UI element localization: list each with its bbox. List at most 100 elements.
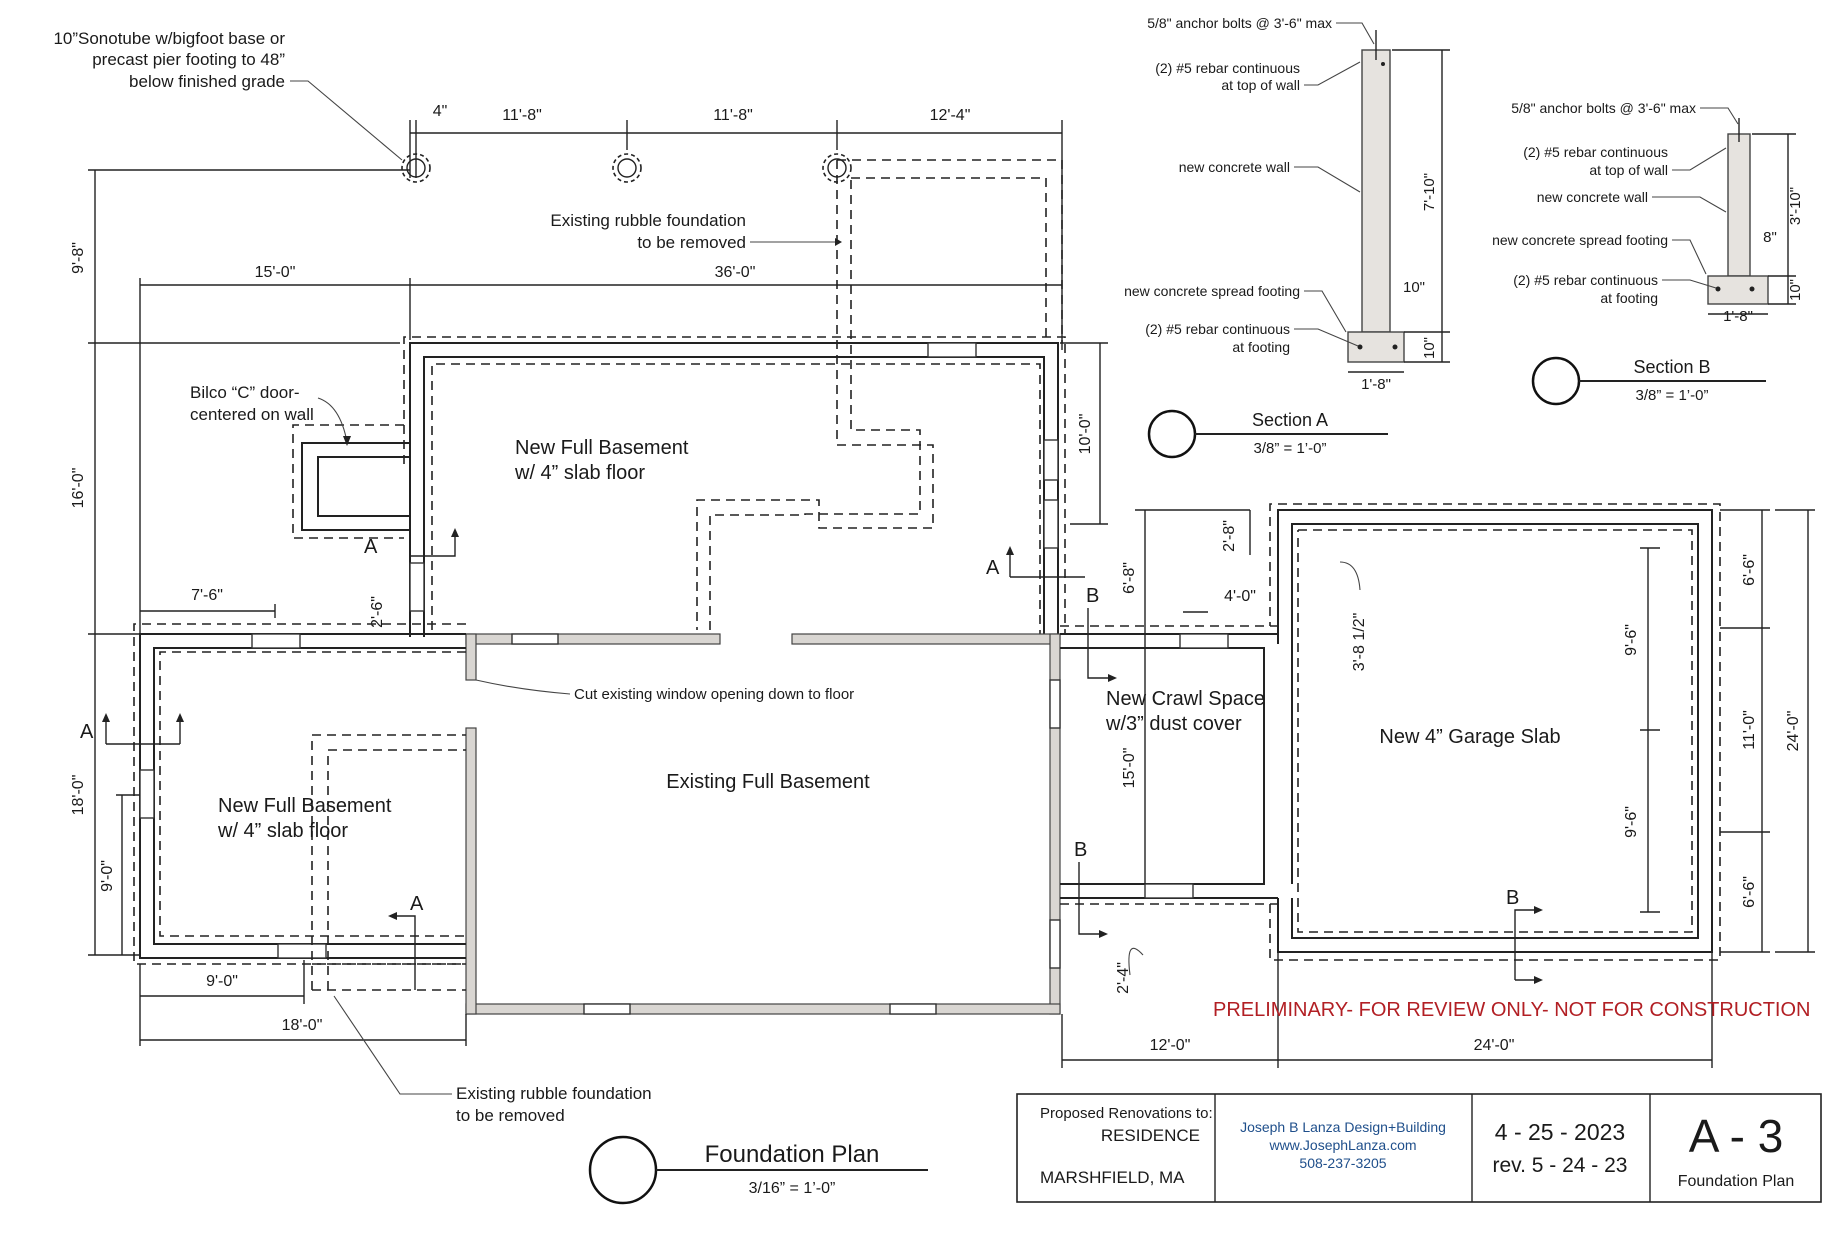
dim-7-6-group: 7'-6" 2'-6" [140, 587, 386, 628]
dim-18-0-v: 18'-0" [70, 775, 87, 816]
window-right-top [1043, 499, 1059, 549]
plan-scale-text: 3/16” = 1’-0” [749, 1180, 836, 1197]
title-block: Proposed Renovations to: RESIDENCE MARSH… [1016, 1093, 1822, 1203]
room-crawl-space-2: w/3” dust cover [1105, 713, 1242, 735]
garage-dims: 3'-8 1/2" 9'-6" 9'-6" 6'-6" 11'-0" 6'-6"… [1339, 509, 1815, 953]
tb-proposed: Proposed Renovations to: [1040, 1105, 1213, 1122]
svg-text:5/8" anchor bolts @ 3'-6" max: 5/8" anchor bolts @ 3'-6" max [1511, 100, 1696, 116]
svg-text:B: B [1086, 585, 1099, 607]
dim-3-8-half: 3'-8 1/2" [1351, 613, 1368, 672]
svg-text:8": 8" [1763, 229, 1777, 246]
tb-phone: 508-237-3205 [1299, 1155, 1386, 1171]
svg-text:(2) #5 rebar continuous: (2) #5 rebar continuous [1513, 272, 1658, 288]
window-top [927, 342, 977, 358]
svg-text:(2) #5 rebar continuous: (2) #5 rebar continuous [1523, 144, 1668, 160]
section-mark-b-3: B [1506, 887, 1543, 984]
bilco-callout: Bilco “C” door- centered on wall [190, 383, 351, 446]
garage-slab-walls [1269, 503, 1721, 961]
svg-text:10": 10" [1403, 279, 1425, 296]
section-mark-a-4: A [388, 893, 424, 990]
tb-firm: Joseph B Lanza Design+Building [1240, 1119, 1446, 1135]
dim-11-0: 11'-0" [1741, 710, 1758, 750]
svg-text:A: A [80, 721, 94, 743]
room-new-basement-left-2: w/ 4” slab floor [217, 820, 348, 842]
tb-revision: rev. 5 - 24 - 23 [1492, 1154, 1627, 1177]
dim-4-0: 4'-0" [1224, 588, 1256, 605]
section-mark-b-2: B [1074, 839, 1108, 938]
crawl-space-walls [1060, 625, 1285, 905]
room-new-basement-top-2: w/ 4” slab floor [514, 462, 645, 484]
sonotube-note-line2: precast pier footing to 48” [92, 50, 285, 69]
tb-website: www.JosephLanza.com [1268, 1137, 1416, 1153]
room-new-basement-top-1: New Full Basement [515, 437, 689, 459]
svg-text:3'-10": 3'-10" [1787, 187, 1804, 225]
dim-6-6-a: 6'-6" [1741, 554, 1758, 586]
tb-location: MARSHFIELD, MA [1040, 1168, 1185, 1187]
svg-text:Section B: Section B [1633, 357, 1710, 377]
bottom-right-dims: 12'-0" 24'-0" [1061, 952, 1713, 1068]
svg-text:new concrete spread footing: new concrete spread footing [1124, 283, 1300, 299]
section-b-detail: 3'-10" 8" 10" 1'-8" 5/8" anchor bolts @ … [1492, 100, 1804, 406]
dim-12-4: 12'-4" [930, 107, 971, 124]
svg-text:Cut existing window opening do: Cut existing window opening down to floo… [574, 686, 854, 703]
dim-2-4: 2'-4" [1115, 962, 1132, 994]
rubble-bottom-callout: Existing rubble foundation to be removed [333, 995, 652, 1125]
svg-text:Section A: Section A [1252, 410, 1328, 430]
dim-9-8: 9'-8" [70, 242, 87, 274]
new-basement-left-walls [133, 623, 466, 991]
pier-footings [401, 153, 852, 183]
svg-text:10": 10" [1421, 337, 1438, 359]
svg-text:B: B [1074, 839, 1087, 861]
room-garage-slab: New 4” Garage Slab [1379, 726, 1560, 748]
bilco-line2: centered on wall [190, 405, 314, 424]
section-mark-a-3: A [80, 713, 184, 745]
dim-11-8-b: 11'-8" [713, 107, 753, 124]
pier-2 [617, 158, 637, 178]
dim-9-6-b: 9'-6" [1623, 806, 1640, 838]
dim-6-8: 6'-8" [1121, 562, 1138, 594]
svg-text:new concrete wall: new concrete wall [1179, 159, 1290, 175]
existing-basement-walls [465, 633, 1061, 1015]
crawl-dims: 6'-8" 15'-0" 2'-8" 4'-0" 2'-4" [1115, 509, 1256, 994]
dim-15-0: 15'-0" [255, 264, 296, 281]
svg-text:3/8” = 1’-0”: 3/8” = 1’-0” [1636, 387, 1709, 404]
svg-text:7'-10": 7'-10" [1421, 173, 1438, 211]
dim-16-0: 16'-0" [70, 468, 87, 509]
dim-9-0-h: 9'-0" [206, 973, 238, 990]
svg-text:(2) #5 rebar continuous: (2) #5 rebar continuous [1145, 321, 1290, 337]
tb-date: 4 - 25 - 2023 [1495, 1119, 1625, 1145]
svg-text:at top of wall: at top of wall [1589, 162, 1668, 178]
sonotube-leader [290, 80, 403, 161]
dim-6-6-b: 6'-6" [1741, 876, 1758, 908]
dim-2-8: 2'-8" [1221, 520, 1238, 552]
svg-text:new concrete wall: new concrete wall [1537, 189, 1648, 205]
dim-7-6: 7'-6" [191, 587, 223, 604]
room-crawl-space-1: New Crawl Space [1106, 688, 1265, 710]
cut-window-callout: Cut existing window opening down to floo… [475, 679, 854, 703]
dim-36-0: 36'-0" [715, 264, 756, 281]
tb-sheet: A - 3 [1689, 1110, 1784, 1162]
svg-text:Existing rubble foundation: Existing rubble foundation [456, 1084, 652, 1103]
room-new-basement-left-1: New Full Basement [218, 795, 392, 817]
dim-2-6: 2'-6" [369, 596, 386, 628]
dim-15-0-v: 15'-0" [1121, 748, 1138, 789]
dim-24-0-v: 24'-0" [1785, 711, 1802, 752]
dim-9-6-a: 9'-6" [1623, 624, 1640, 656]
left-vertical-dims: 9'-8" 16'-0" 18'-0" [70, 169, 410, 956]
sonotube-callout: 10”Sonotube w/bigfoot base or precast pi… [53, 29, 403, 161]
existing-rubble-outline-top [696, 160, 934, 630]
dim-24-0-h: 24'-0" [1474, 1037, 1515, 1054]
tb-residence: RESIDENCE [1101, 1126, 1200, 1145]
rubble-top-line2: to be removed [637, 233, 746, 252]
svg-text:B: B [1506, 887, 1519, 909]
svg-text:new concrete spread footing: new concrete spread footing [1492, 232, 1668, 248]
dim-9-0-v: 9'-0" [99, 860, 116, 892]
svg-text:at footing: at footing [1232, 339, 1290, 355]
rubble-top-callout: Existing rubble foundation to be removed [550, 211, 842, 252]
dim-11-8-a: 11'-8" [502, 107, 542, 124]
dim-9-0-v-group: 9'-0" [99, 794, 140, 955]
svg-text:A: A [364, 536, 378, 558]
tb-sheet-title: Foundation Plan [1678, 1173, 1795, 1190]
